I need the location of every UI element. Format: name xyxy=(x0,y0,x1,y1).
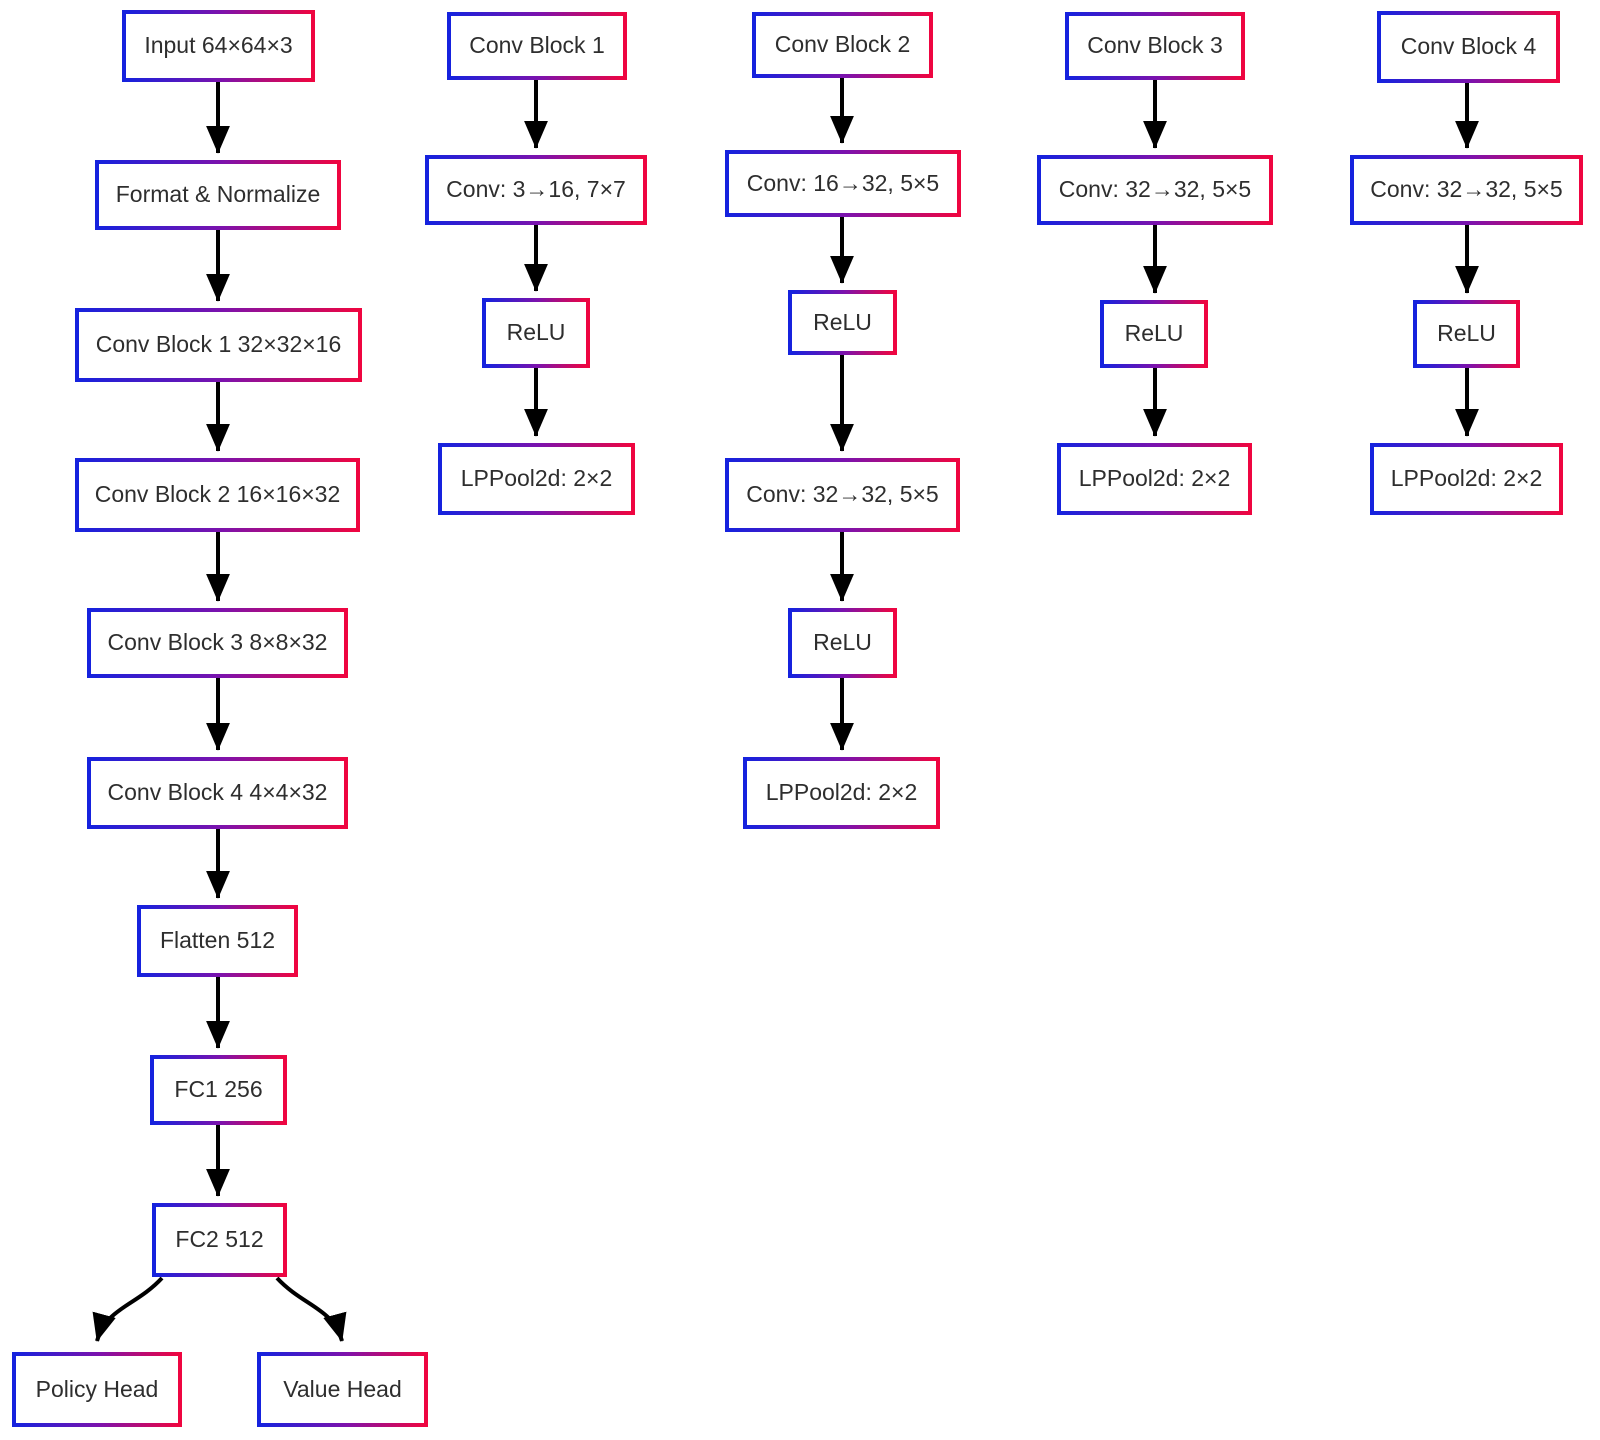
node-cb1-relu: ReLU xyxy=(482,298,590,368)
node-cb3-title: Conv Block 3 xyxy=(1065,12,1245,80)
node-conv-block-4-out: Conv Block 4 4×4×32 xyxy=(87,757,348,829)
node-cb2-title: Conv Block 2 xyxy=(752,12,933,78)
node-fc1: FC1 256 xyxy=(150,1055,287,1125)
arrow-fc2-to-policy-head xyxy=(92,1276,164,1342)
node-value-head: Value Head xyxy=(257,1352,428,1427)
node-cb4-title: Conv Block 4 xyxy=(1377,11,1560,83)
arrow-fc2-to-value-head xyxy=(275,1276,347,1342)
node-cb2-relu2: ReLU xyxy=(788,608,897,678)
node-flatten: Flatten 512 xyxy=(137,905,298,977)
node-cb1-title: Conv Block 1 xyxy=(447,12,627,80)
node-cb4-conv: Conv: 32→32, 5×5 xyxy=(1350,155,1583,225)
node-fc2: FC2 512 xyxy=(152,1203,287,1277)
node-cb2-conv2: Conv: 32→32, 5×5 xyxy=(725,458,960,532)
node-policy-head: Policy Head xyxy=(12,1352,182,1427)
node-cb2-pool: LPPool2d: 2×2 xyxy=(743,757,940,829)
node-conv-block-1-out: Conv Block 1 32×32×16 xyxy=(75,308,362,382)
node-cb2-conv1: Conv: 16→32, 5×5 xyxy=(725,150,961,217)
node-cb3-conv: Conv: 32→32, 5×5 xyxy=(1037,155,1273,225)
node-conv-block-3-out: Conv Block 3 8×8×32 xyxy=(87,608,348,678)
node-cb4-pool: LPPool2d: 2×2 xyxy=(1370,443,1563,515)
node-conv-block-2-out: Conv Block 2 16×16×32 xyxy=(75,458,360,532)
node-format-normalize: Format & Normalize xyxy=(95,160,341,230)
node-cb2-relu1: ReLU xyxy=(788,290,897,355)
node-cb1-pool: LPPool2d: 2×2 xyxy=(438,443,635,515)
node-cb4-relu: ReLU xyxy=(1413,300,1520,368)
node-cb3-relu: ReLU xyxy=(1100,300,1208,368)
node-cb3-pool: LPPool2d: 2×2 xyxy=(1057,443,1252,515)
node-input: Input 64×64×3 xyxy=(122,10,315,82)
node-cb1-conv: Conv: 3→16, 7×7 xyxy=(425,155,647,225)
